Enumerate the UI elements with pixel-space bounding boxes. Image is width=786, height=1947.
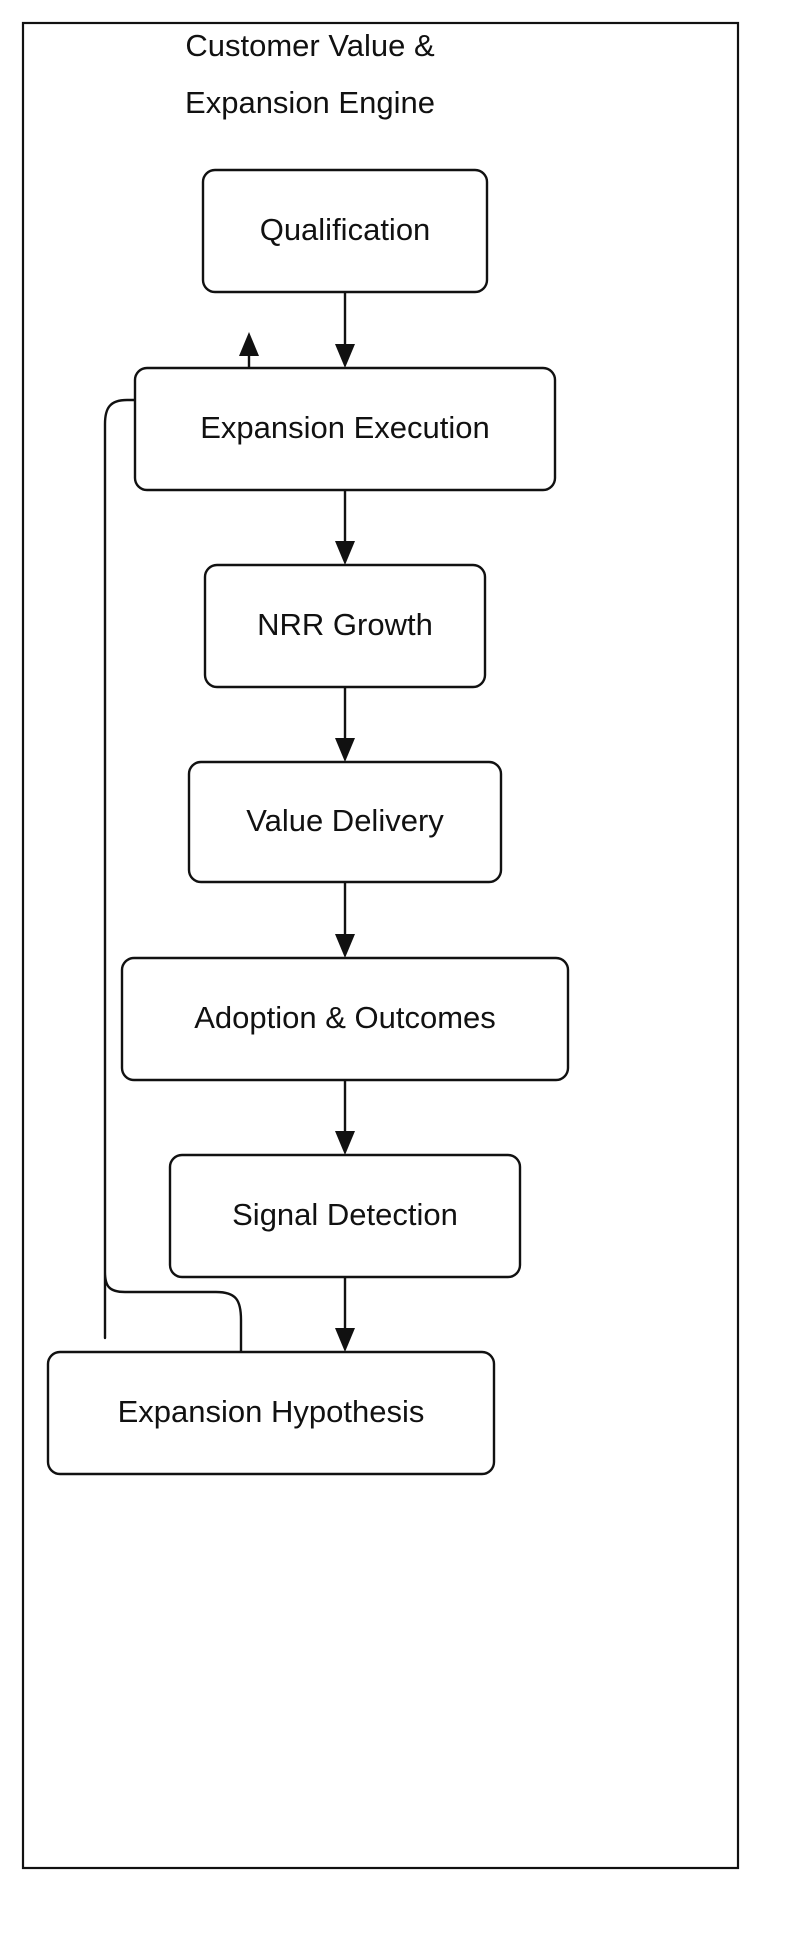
arrow-head-icon [239, 332, 259, 356]
node-expansion-execution-label: Expansion Execution [200, 410, 490, 445]
node-qualification-box[interactable] [201, 168, 489, 294]
node-nrr-growth-box[interactable] [203, 563, 487, 689]
node-adoption-outcomes-box[interactable] [120, 956, 570, 1082]
node-nrr-growth-label: NRR Growth [257, 607, 433, 642]
node-value-delivery-box[interactable] [187, 760, 503, 884]
cluster-title-line-2: Expansion Engine [185, 85, 435, 120]
node-nrr-growth[interactable]: NRR Growth [203, 563, 487, 689]
arrow-head-icon [335, 1131, 355, 1155]
node-qualification[interactable]: Qualification [201, 168, 489, 294]
node-adoption-outcomes[interactable]: Adoption & Outcomes [120, 956, 570, 1082]
edge-value-delivery-adoption-outcomes [335, 881, 355, 958]
arrow-head-icon [335, 344, 355, 368]
cluster-container [21, 21, 740, 1870]
edge-expansion-execution-nrr-growth [335, 489, 355, 565]
arrow-head-icon [335, 738, 355, 762]
arrow-head-icon [335, 1328, 355, 1352]
node-signal-detection[interactable]: Signal Detection [168, 1153, 522, 1279]
node-expansion-hypothesis-box[interactable] [46, 1350, 496, 1476]
node-qualification-label: Qualification [260, 212, 431, 247]
edge-signal-detection-expansion-hypothesis [335, 1276, 355, 1352]
edge-adoption-outcomes-signal-detection [335, 1079, 355, 1155]
edge-qualification-expansion-execution [335, 292, 355, 368]
arrow-head-icon [335, 934, 355, 958]
node-signal-detection-label: Signal Detection [232, 1197, 458, 1232]
node-value-delivery-label: Value Delivery [246, 803, 444, 838]
node-expansion-execution-box[interactable] [133, 366, 557, 492]
cluster-title-line-1: Customer Value & [185, 28, 435, 63]
node-value-delivery[interactable]: Value Delivery [187, 760, 503, 884]
arrow-head-icon [335, 541, 355, 565]
node-expansion-execution[interactable]: Expansion Execution [133, 366, 557, 492]
node-expansion-hypothesis-label: Expansion Hypothesis [118, 1394, 425, 1429]
edge-nrr-growth-value-delivery [335, 686, 355, 762]
node-signal-detection-box[interactable] [168, 1153, 522, 1279]
node-expansion-hypothesis[interactable]: Expansion Hypothesis [46, 1350, 496, 1476]
node-adoption-outcomes-label: Adoption & Outcomes [194, 1000, 496, 1035]
